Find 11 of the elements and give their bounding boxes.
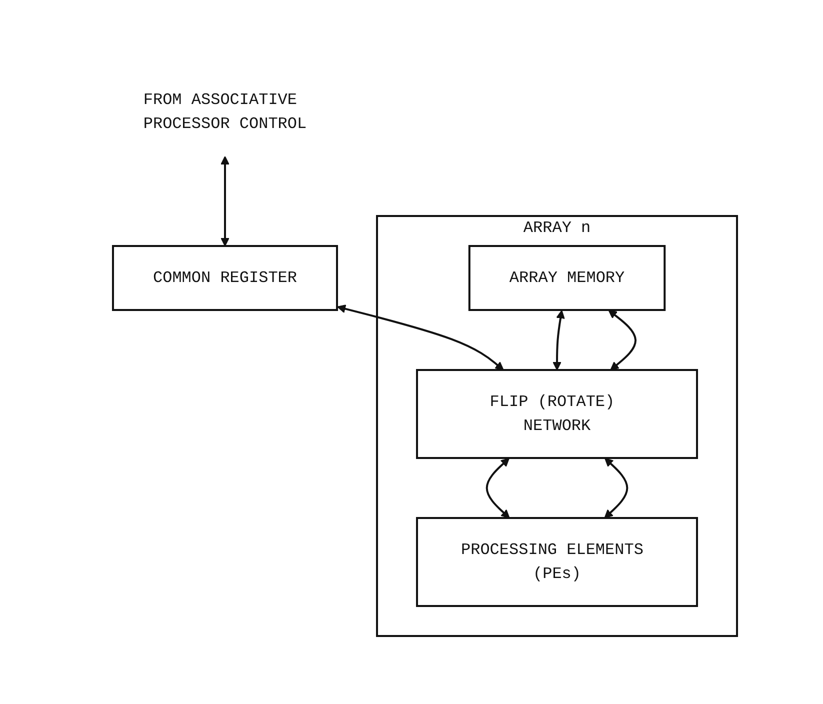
arrow bbox=[604, 458, 629, 518]
node-box: PROCESSING ELEMENTS (PEs) bbox=[416, 517, 698, 607]
arrow bbox=[221, 156, 230, 246]
node-box: ARRAY MEMORY bbox=[468, 245, 666, 311]
node-box: FLIP (ROTATE) NETWORK bbox=[416, 369, 698, 459]
node-text: FROM ASSOCIATIVE PROCESSOR CONTROL bbox=[144, 91, 308, 133]
arrow bbox=[553, 310, 566, 370]
node-box: COMMON REGISTER bbox=[112, 245, 338, 311]
arrow bbox=[608, 310, 637, 370]
arrow bbox=[486, 458, 510, 518]
arrow bbox=[337, 304, 504, 370]
